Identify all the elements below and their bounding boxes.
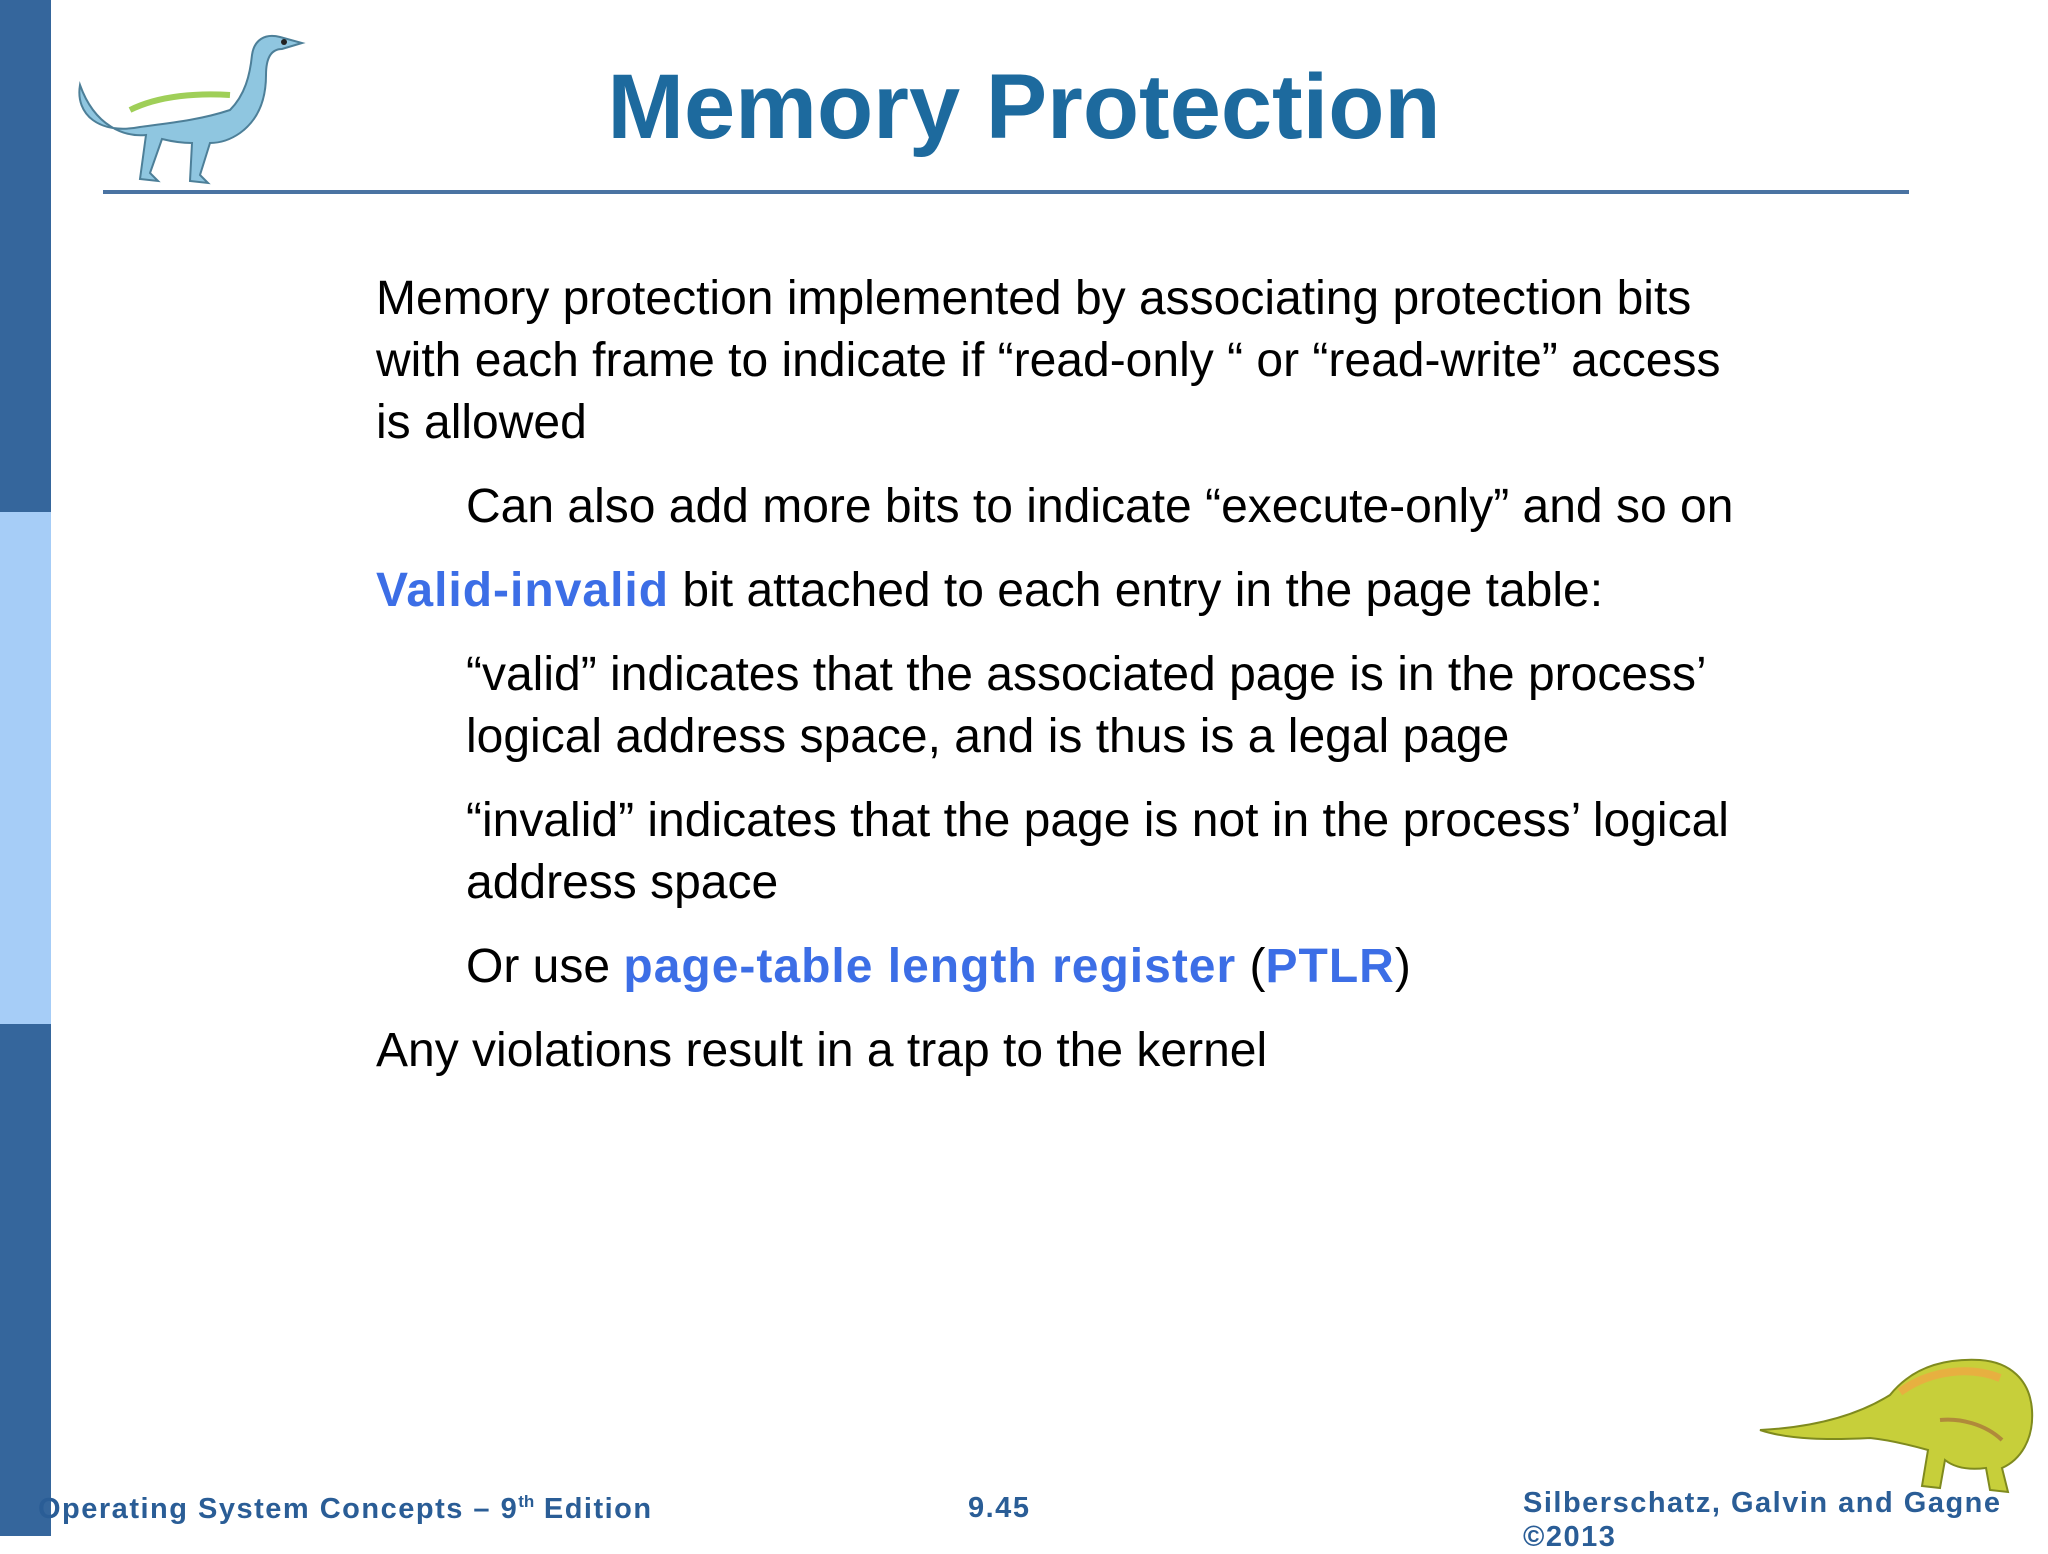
dinosaur-mascot-bottom-icon: [1759, 1358, 2034, 1494]
keyword-page-table-length-register: page-table length register: [623, 940, 1237, 993]
slide-title: Memory Protection: [607, 56, 1441, 158]
bullet-text: Memory protection implemented by associa…: [376, 272, 1721, 449]
bullet-memory-protection: Memory protection implemented by associa…: [376, 268, 1756, 454]
footer-book-sup: th: [518, 1492, 535, 1511]
dinosaur-mascot-top-icon: [78, 35, 306, 185]
bullet-text-prefix: Or use: [466, 940, 624, 993]
bullet-violations: Any violations result in a trap to the k…: [376, 1020, 1756, 1082]
footer-book-title: Operating System Concepts – 9th Edition: [38, 1492, 653, 1526]
bullet-text: Any violations result in a trap to the k…: [376, 1024, 1268, 1077]
bullet-text: “valid” indicates that the associated pa…: [466, 648, 1705, 763]
bullet-text: Can also add more bits to indicate “exec…: [466, 480, 1734, 533]
bullet-text: “invalid” indicates that the page is not…: [466, 794, 1729, 909]
sub-bullet-ptlr: Or use page-table length register (PTLR): [466, 936, 1756, 998]
footer-page-number: 9.45: [968, 1492, 1031, 1524]
bullet-text-suffix: ): [1394, 940, 1411, 993]
bullet-text: bit attached to each entry in the page t…: [669, 564, 1604, 617]
footer-book-suffix: Edition: [534, 1493, 653, 1525]
sub-bullet-invalid: “invalid” indicates that the page is not…: [466, 790, 1756, 914]
bullet-valid-invalid: Valid-invalid bit attached to each entry…: [376, 560, 1756, 622]
slide-body: Memory protection implemented by associa…: [376, 268, 1756, 1104]
keyword-valid-invalid: Valid-invalid: [376, 564, 670, 617]
footer-authors: Silberschatz, Galvin and Gagne ©2013: [1523, 1487, 2002, 1553]
sidebar-band-middle: [0, 512, 51, 1024]
sidebar-band-bottom: [0, 1024, 51, 1536]
sidebar-band-top: [0, 0, 51, 512]
sub-bullet-execute-only: Can also add more bits to indicate “exec…: [466, 476, 1756, 538]
sub-bullet-valid: “valid” indicates that the associated pa…: [466, 644, 1756, 768]
keyword-ptlr: PTLR: [1265, 940, 1395, 993]
bullet-text-mid: (: [1236, 940, 1266, 993]
footer-book-prefix: Operating System Concepts – 9: [38, 1493, 519, 1525]
title-divider: [103, 190, 1909, 194]
